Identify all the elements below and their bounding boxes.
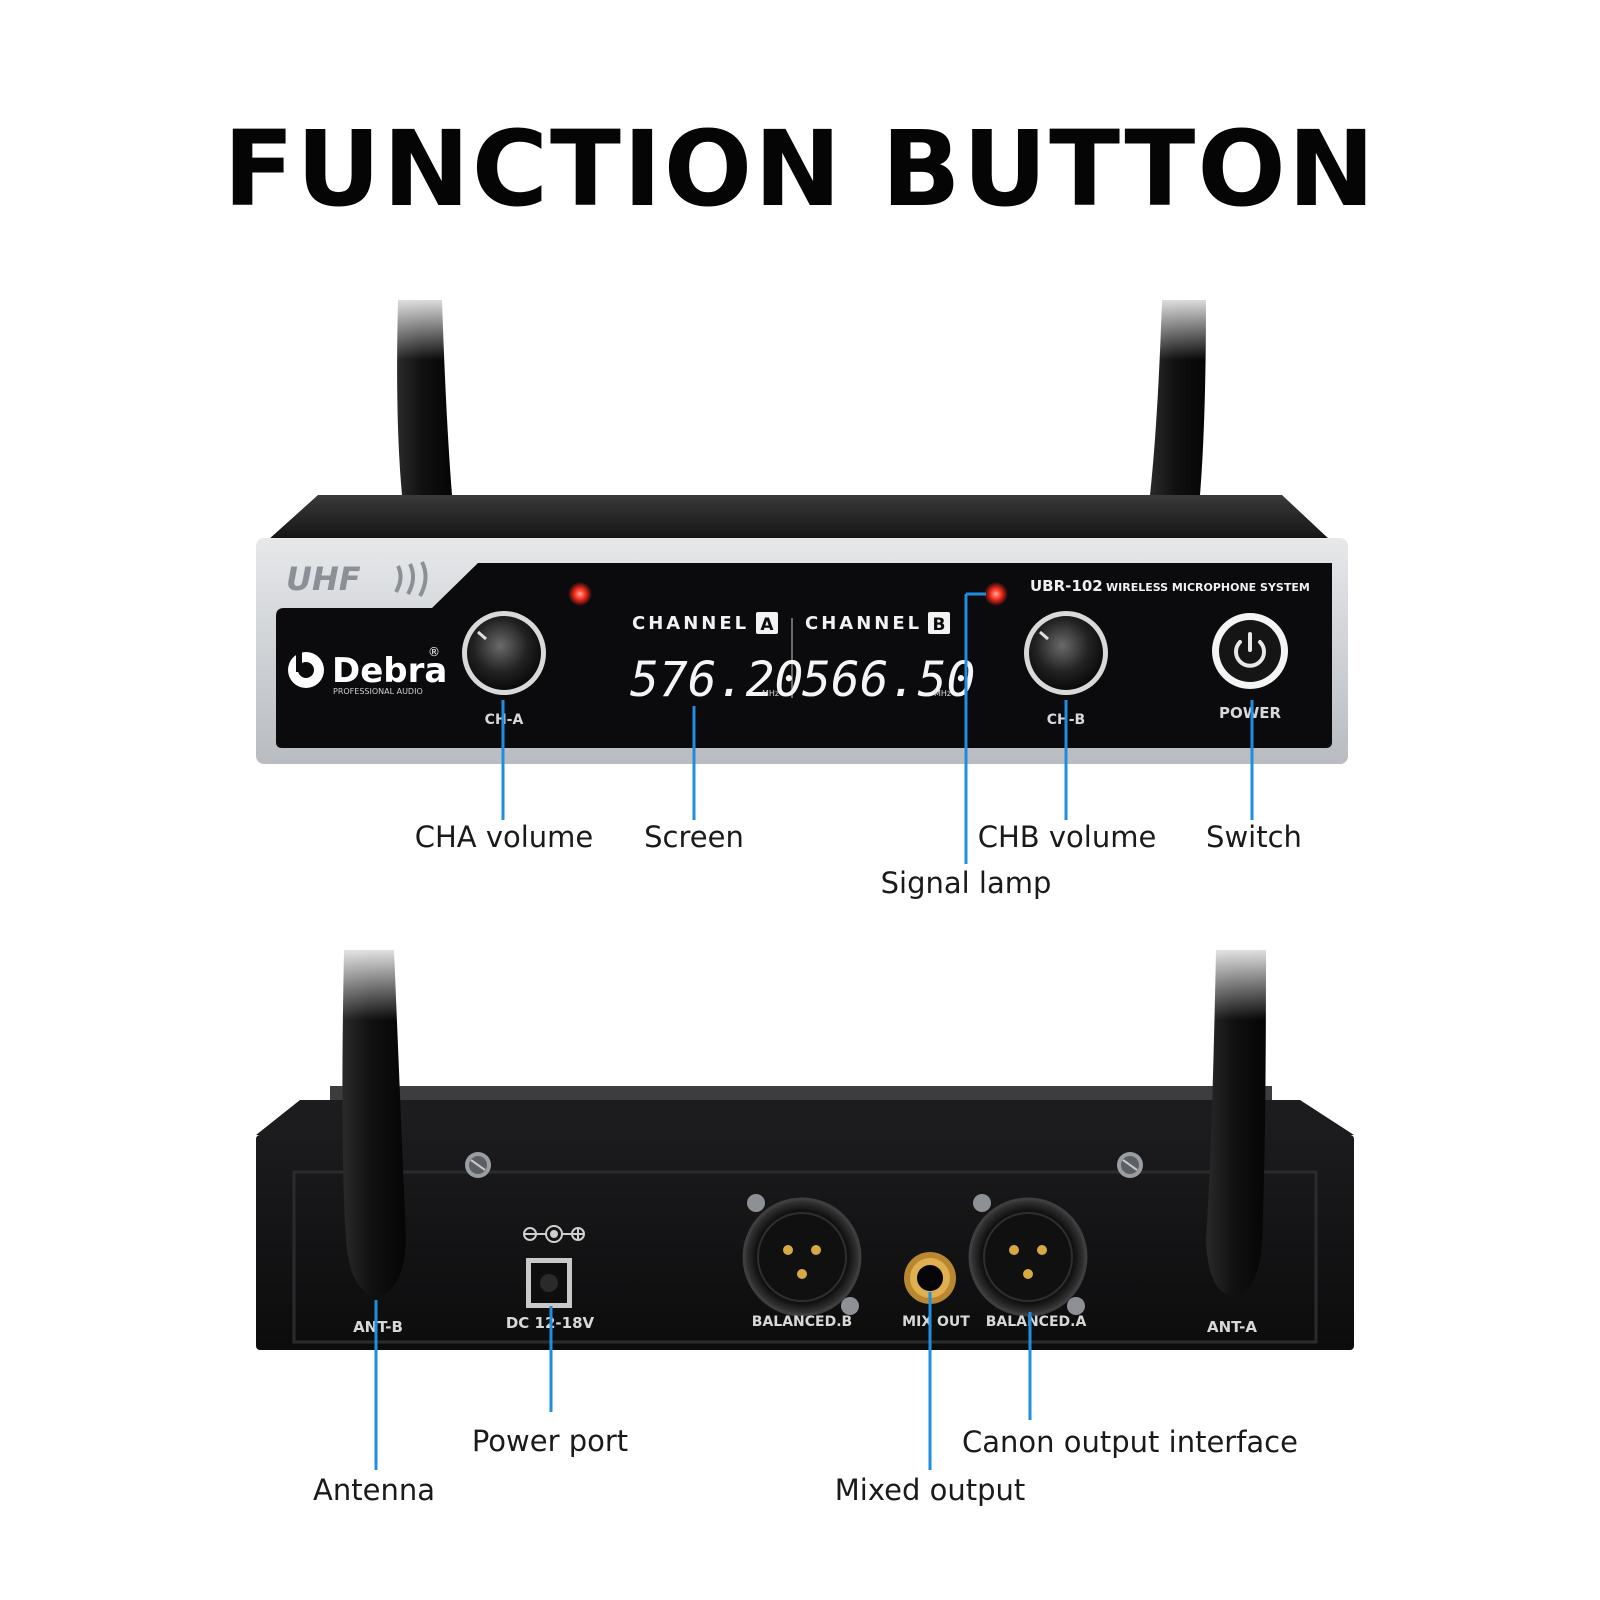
model-subtitle: WIRELESS MICROPHONE SYSTEM	[1106, 581, 1310, 594]
ch-a-volume-knob[interactable]	[462, 611, 546, 695]
balanced-a-label: BALANCED.A	[986, 1314, 1087, 1330]
frequency-a-unit: MHz	[762, 689, 779, 698]
model-number: UBR-102	[1030, 577, 1103, 595]
channel-a-label: CHANNEL	[632, 613, 749, 634]
brand-mark: ®	[428, 645, 440, 659]
uhf-badge: UHF	[286, 560, 361, 598]
power-label: POWER	[1219, 704, 1282, 722]
frequency-screen: CHANNEL A CHANNEL B 576.20 MHz 566.50 MH…	[630, 612, 975, 708]
balanced-b-label: BALANCED.B	[752, 1314, 852, 1330]
dc-polarity-icon	[523, 1225, 585, 1243]
chassis-top	[268, 495, 1330, 540]
ant-b-label: ANT-B	[353, 1318, 403, 1336]
callout-signal-lamp: Signal lamp	[880, 866, 1052, 900]
frequency-b: 566.50	[802, 652, 975, 708]
rear-antenna-right	[1206, 940, 1272, 1296]
callout-switch: Switch	[1206, 820, 1302, 854]
rear-callout-lines	[374, 1292, 1032, 1470]
signal-led-a	[568, 582, 592, 606]
rear-antenna-left	[336, 940, 406, 1296]
callout-mixed-output: Mixed output	[834, 1473, 1026, 1507]
frequency-a: 576.20	[630, 652, 803, 708]
jack-icon[interactable]	[904, 1252, 956, 1304]
rear-chassis-top	[330, 1086, 1272, 1100]
power-button[interactable]	[1212, 613, 1288, 689]
callout-power-port: Power port	[471, 1424, 629, 1458]
channel-a-letter: A	[760, 615, 774, 635]
brand-subtitle: PROFESSIONAL AUDIO	[333, 687, 423, 696]
brand-name: Debra	[332, 651, 447, 691]
ant-a-label: ANT-A	[1207, 1318, 1257, 1336]
callout-chb-volume: CHB volume	[977, 820, 1157, 854]
xlr-connector-icon[interactable]	[968, 1194, 1088, 1317]
debra-logo-icon	[288, 652, 324, 688]
callout-antenna: Antenna	[313, 1473, 435, 1507]
front-panel	[276, 563, 1332, 748]
screw-icon	[465, 1152, 1143, 1178]
rear-panel-inset	[292, 1170, 1318, 1344]
power-icon	[1234, 632, 1266, 668]
channel-b-label: CHANNEL	[805, 613, 922, 634]
callout-screen: Screen	[644, 820, 744, 854]
front-antenna-left	[390, 290, 452, 495]
channel-b-letter: B	[933, 615, 946, 635]
front-antenna-right	[1150, 290, 1212, 495]
ch-b-volume-knob[interactable]	[1024, 611, 1108, 695]
signal-led-b	[984, 582, 1008, 606]
mix-out-label: MIX OUT	[902, 1314, 970, 1330]
xlr-connector-icon[interactable]	[742, 1194, 862, 1317]
frequency-b-unit: MHz	[934, 689, 951, 698]
rear-chassis-edge	[256, 1100, 1354, 1135]
page-title: FUNCTION BUTTON	[223, 108, 1377, 230]
front-callout-lines	[501, 592, 1254, 864]
dc-power-jack[interactable]	[526, 1258, 572, 1308]
uhf-waves-icon	[394, 561, 428, 597]
callout-canon-output: Canon output interface	[962, 1425, 1298, 1459]
callout-cha-volume: CHA volume	[414, 820, 594, 854]
